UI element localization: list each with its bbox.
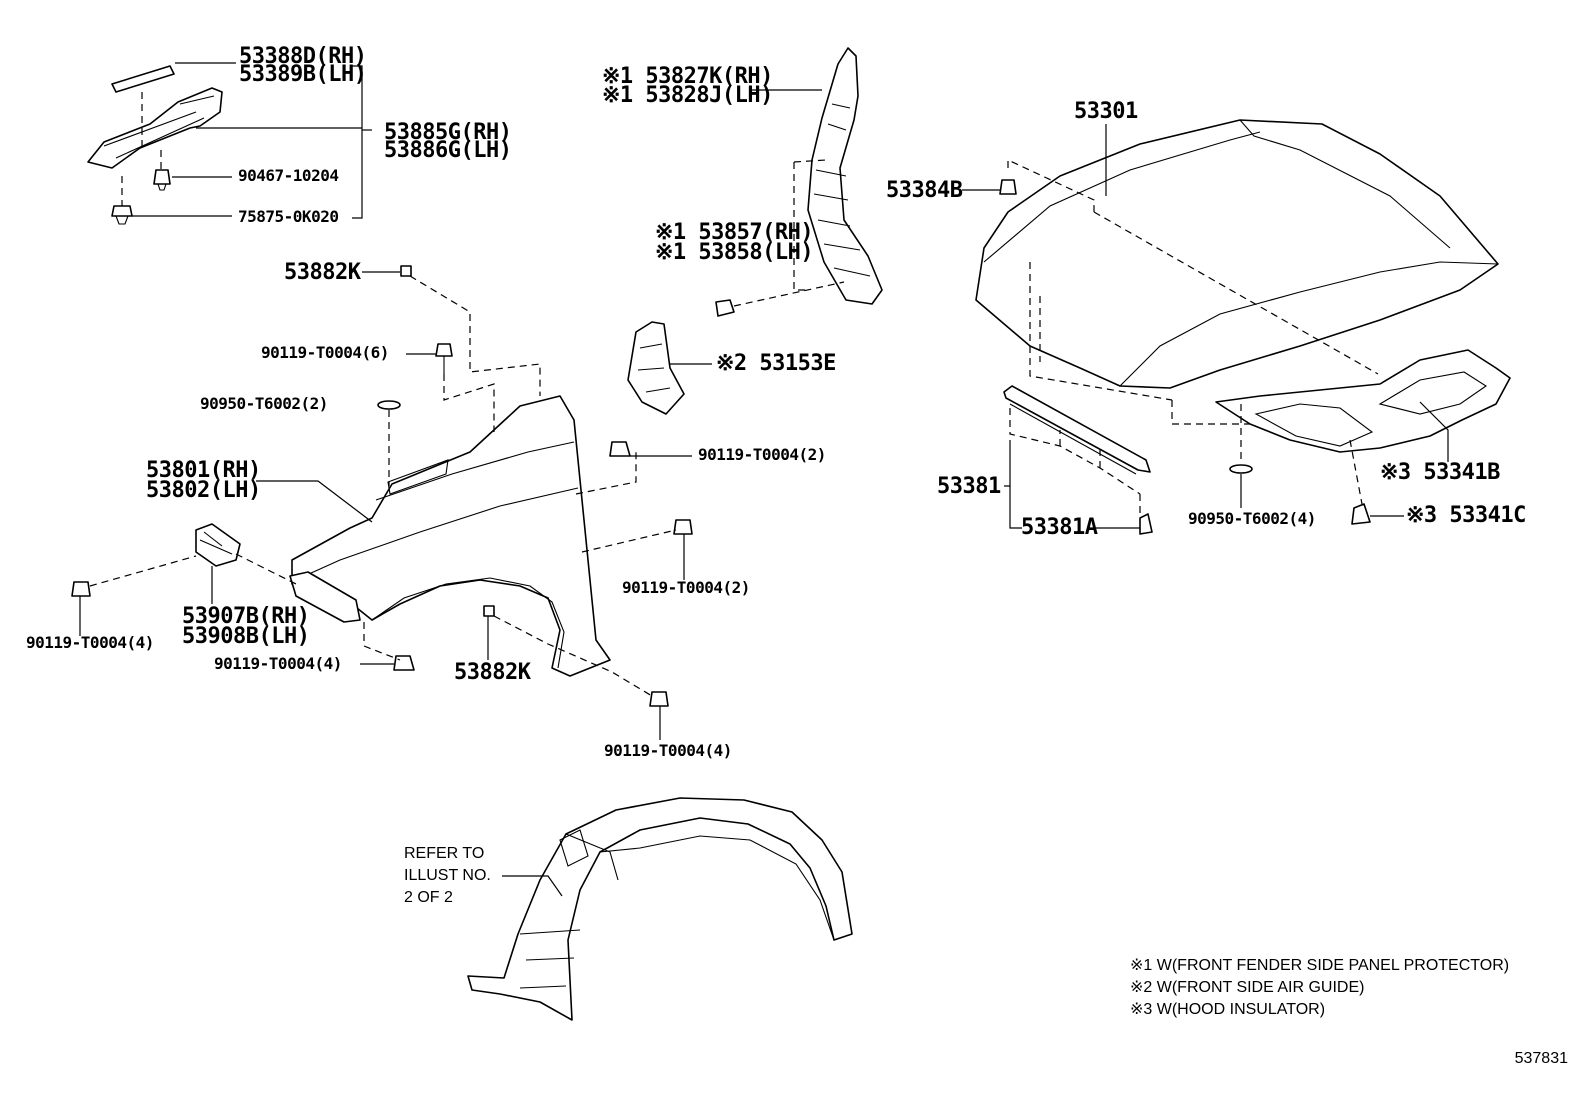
part-label-53802: 53802(LH) [146, 478, 261, 503]
part-label-90119-2-mid: 90119-T0004(2) [622, 578, 750, 597]
bolt-icon [393, 655, 415, 671]
clip-icon [400, 265, 412, 277]
bolt-icon [673, 519, 693, 535]
part-label-53341c: ※3 53341C [1406, 503, 1526, 528]
clip-53381a-part [1139, 513, 1153, 535]
part-label-53381a: 53381A [1021, 515, 1098, 540]
part-label-90119-4-left: 90119-T0004(4) [26, 633, 154, 652]
illustration-code: 537831 [1514, 1050, 1568, 1067]
washer-icon [1229, 464, 1253, 474]
footnote-1: ※1 W(FRONT FENDER SIDE PANEL PROTECTOR) [1130, 957, 1510, 974]
bolt-icon [71, 581, 91, 597]
part-label-90950-4: 90950-T6002(4) [1188, 509, 1316, 528]
part-label-53801: 53801(RH) [146, 458, 261, 483]
part-label-53388d: 53388D(RH) [239, 44, 367, 69]
part-label-53858: ※1 53858(LH) [655, 240, 814, 265]
part-label-90119-6: 90119-T0004(6) [261, 343, 389, 362]
bolt-icon [435, 343, 453, 374]
hood-seal-part [1003, 385, 1151, 475]
hood-part [975, 119, 1499, 389]
clip-icon [483, 605, 495, 617]
part-label-53857: ※1 53857(RH) [655, 220, 814, 245]
part-label-53908b: 53908B(LH) [182, 624, 310, 649]
fender-front-bracket-part [289, 571, 361, 623]
cowl-side-bracket-part [87, 87, 223, 169]
footnote-2: ※2 W(FRONT SIDE AIR GUIDE) [1130, 979, 1365, 996]
part-label-53153e: ※2 53153E [716, 351, 836, 376]
washer-icon [377, 400, 401, 410]
refer-note-line2: ILLUST NO. [404, 867, 491, 884]
air-guide-part [627, 321, 685, 415]
part-label-53389b: 53389B(LH) [239, 62, 367, 87]
part-label-90119-4-mid: 90119-T0004(4) [214, 654, 342, 673]
part-label-53885g: 53885G(RH) [384, 120, 512, 145]
part-label-90119-2-right: 90119-T0004(2) [698, 445, 826, 464]
fender-liner-part [467, 797, 853, 1021]
part-label-90467: 90467-10204 [238, 166, 339, 185]
part-label-53828j: ※1 53828J(LH) [602, 83, 773, 108]
clip-53341c-part [1351, 503, 1371, 525]
part-label-53381: 53381 [937, 474, 1001, 499]
fender-side-bracket-part [195, 523, 241, 567]
refer-note-line1: REFER TO [404, 845, 485, 862]
side-panel-protector-part [807, 47, 883, 305]
part-label-53384b: 53384B [886, 178, 963, 203]
part-label-53827k: ※1 53827K(RH) [602, 64, 773, 89]
footnote-3: ※3 W(HOOD INSULATOR) [1130, 1001, 1326, 1018]
part-label-75875: 75875-0K020 [238, 207, 339, 226]
bolt-icon [609, 441, 631, 457]
front-fender-part [291, 395, 611, 677]
bolt-icon [649, 691, 669, 707]
clip-90467-part [153, 169, 171, 191]
part-label-53907b: 53907B(RH) [182, 604, 310, 629]
hood-bumper-part [999, 179, 1017, 195]
refer-note-line3: 2 OF 2 [404, 889, 453, 906]
part-label-53301: 53301 [1074, 99, 1138, 124]
part-label-53341b: ※3 53341B [1380, 460, 1500, 485]
part-label-53882k-top: 53882K [284, 260, 361, 285]
clip-75875-part [111, 205, 133, 225]
part-label-90950-2: 90950-T6002(2) [200, 394, 328, 413]
hood-insulator-part [1215, 349, 1511, 453]
part-label-90119-4-bottom: 90119-T0004(4) [604, 741, 732, 760]
part-label-53882k-bottom: 53882K [454, 660, 531, 685]
clip-icon [715, 299, 735, 317]
cowl-seal-part [111, 65, 175, 93]
part-label-53886g: 53886G(LH) [384, 138, 512, 163]
